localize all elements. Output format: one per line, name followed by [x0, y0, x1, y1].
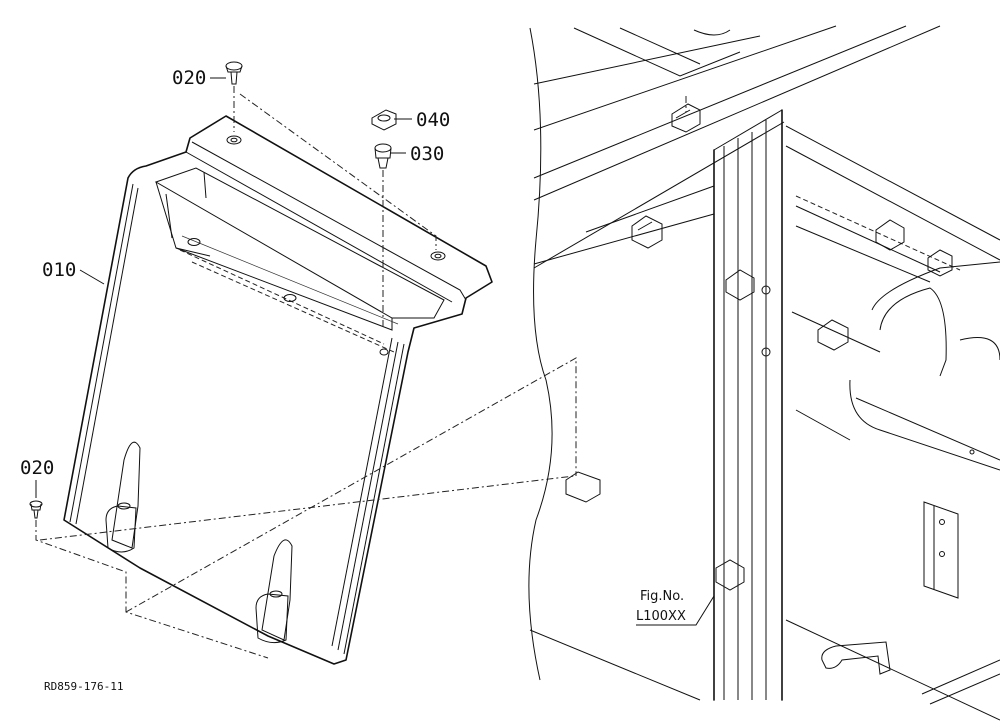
figure-ref-line2: L100XX	[636, 609, 686, 624]
figure-ref-line1: Fig.No.	[640, 589, 684, 604]
screw-020-left	[29, 500, 269, 659]
callout-010-label: 010	[42, 259, 76, 281]
rivet-030	[374, 143, 392, 330]
frame-clip	[631, 215, 663, 249]
frame-context-drawing	[528, 25, 1000, 721]
callout-020-left: 020	[20, 457, 54, 498]
frame-clip	[927, 249, 953, 277]
frame-clip	[671, 103, 701, 133]
callout-030: 030	[390, 143, 444, 165]
callout-040: 040	[394, 109, 450, 131]
figure-reference: Fig.No. L100XX	[636, 589, 715, 626]
callout-020-top: 020	[172, 67, 226, 89]
frame-clip	[715, 559, 745, 591]
callout-020-top-label: 020	[172, 67, 206, 89]
frame-clip	[817, 319, 849, 351]
callout-020-left-label: 020	[20, 457, 54, 479]
frame-clip	[875, 219, 905, 251]
callout-030-label: 030	[410, 143, 444, 165]
frame-clip	[565, 471, 601, 503]
frame-clip	[725, 269, 755, 301]
clip-040	[371, 109, 397, 131]
drawing-code: RD859-176-11	[44, 680, 123, 693]
callout-010: 010	[42, 259, 105, 285]
panel-010-drawing	[63, 115, 493, 665]
screw-020-top	[225, 61, 243, 132]
callout-040-label: 040	[416, 109, 450, 131]
